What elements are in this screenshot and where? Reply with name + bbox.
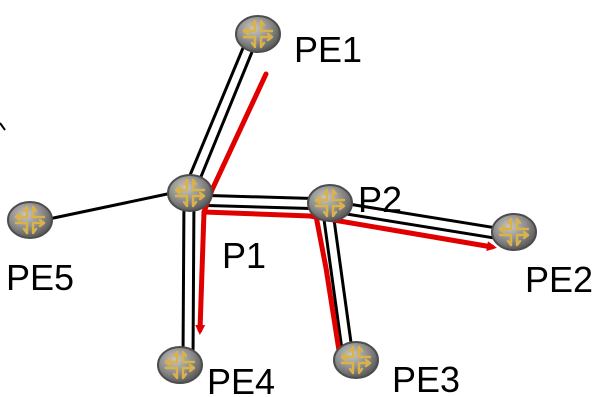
- router-pe1: [235, 15, 281, 53]
- router-icon: [491, 213, 537, 251]
- label-pe3: PE3: [392, 359, 460, 397]
- link-pe1-p1: [186, 47, 254, 185]
- router-pe3: [333, 341, 379, 379]
- router-pe2: [491, 213, 537, 251]
- link-p2-pe3: [320, 204, 355, 358]
- router-pe5: [7, 201, 53, 239]
- label-p2: P2: [358, 179, 402, 220]
- router-icon: [333, 341, 379, 379]
- label-pe2: PE2: [525, 259, 593, 300]
- label-pe1: PE1: [294, 29, 362, 70]
- link-p1-p2: [189, 193, 331, 211]
- router-p2: [307, 184, 353, 222]
- link-pe5-p1: [43, 191, 173, 222]
- router-icon: [157, 346, 203, 384]
- path-p1-pe2: [201, 209, 497, 252]
- label-pe4: PE4: [207, 361, 275, 397]
- router-icon: [167, 174, 213, 212]
- router-icon: [235, 15, 281, 53]
- label-pe5: PE5: [6, 257, 74, 298]
- router-icon: [7, 201, 53, 239]
- router-pe4: [157, 346, 203, 384]
- link-p2-pe2: [327, 199, 516, 243]
- edge-mark: [0, 122, 6, 131]
- label-p1: P1: [222, 235, 266, 276]
- path-p2-pe3: [313, 213, 345, 362]
- router-icon: [307, 184, 353, 222]
- link-p1-pe4: [181, 194, 196, 361]
- router-p1: [167, 174, 213, 212]
